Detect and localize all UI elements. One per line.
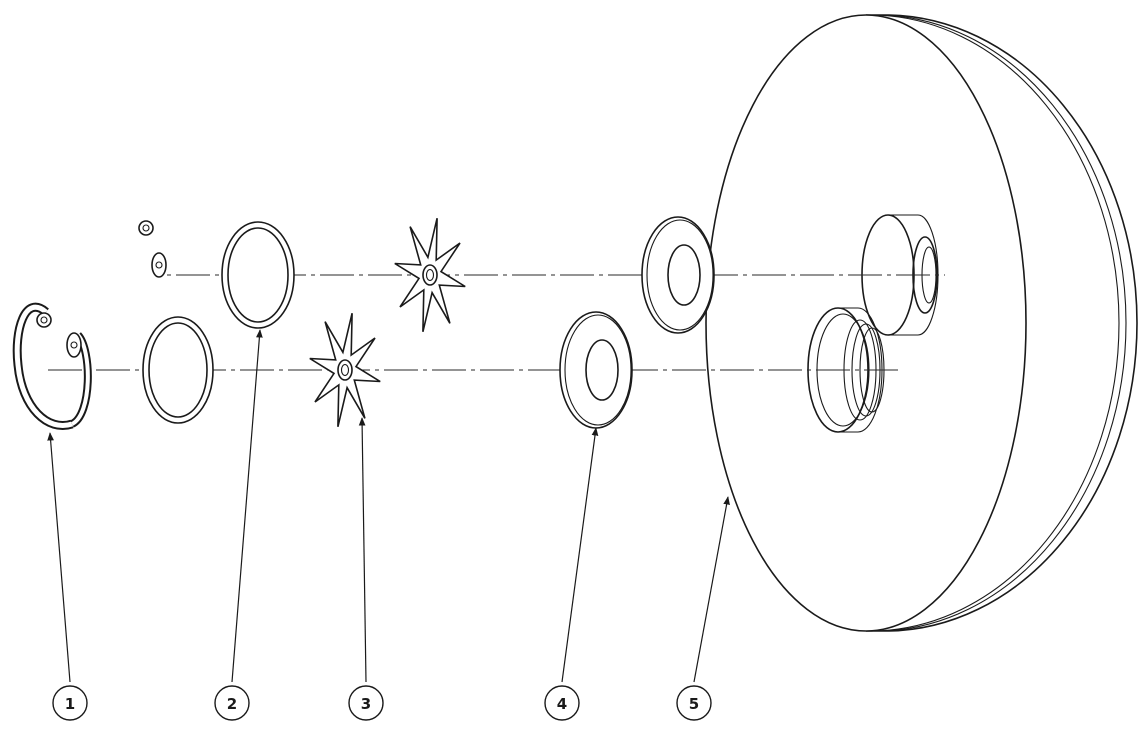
leader-4 bbox=[561, 427, 599, 683]
leader-1 bbox=[47, 432, 71, 683]
upper-star-hole bbox=[425, 268, 435, 282]
lower-oring-inner bbox=[148, 322, 208, 418]
upper-ring-lug-top bbox=[138, 220, 154, 236]
balloon-4-circle bbox=[544, 685, 580, 721]
lower-star-hole bbox=[340, 363, 350, 377]
balloon-3-circle bbox=[348, 685, 384, 721]
lower-washer-edge bbox=[564, 314, 632, 426]
balloon-3-label: 3 bbox=[361, 695, 371, 713]
washer-upper bbox=[641, 216, 715, 334]
lower-ring-back-inner bbox=[70, 333, 90, 426]
o-ring-lower bbox=[142, 316, 214, 424]
leader-lines bbox=[47, 329, 730, 683]
lower-washer-bore bbox=[585, 339, 619, 401]
star-spring-upper bbox=[394, 218, 466, 332]
leader-2 bbox=[231, 329, 263, 683]
housing-chamfer-outer bbox=[875, 14, 1127, 632]
lower-ring-hole-bottom bbox=[70, 341, 78, 349]
lower-star-body bbox=[309, 313, 381, 427]
upper-ring-lug-bottom bbox=[151, 252, 167, 278]
balloon-4: 4 bbox=[544, 685, 580, 721]
lower-ring-lug-top bbox=[36, 312, 52, 328]
upper-ring-hole-top bbox=[142, 224, 150, 232]
housing-back-rim bbox=[884, 14, 1138, 632]
balloon-4-label: 4 bbox=[557, 695, 567, 713]
balloon-1-circle bbox=[52, 685, 88, 721]
leader-5 bbox=[693, 496, 730, 683]
balloon-1: 1 bbox=[52, 685, 88, 721]
o-ring-upper bbox=[221, 221, 295, 329]
leader-3 bbox=[358, 417, 367, 683]
lower-ring-lug-bottom bbox=[66, 332, 82, 358]
balloons: 1 2 3 4 5 bbox=[52, 685, 712, 721]
housing-disc bbox=[705, 14, 1138, 632]
upper-star-hub bbox=[422, 264, 438, 286]
retaining-ring-upper bbox=[94, 210, 167, 338]
balloon-5-label: 5 bbox=[689, 695, 699, 713]
upper-star-body bbox=[394, 218, 466, 332]
balloon-1-label: 1 bbox=[65, 695, 75, 713]
upper-washer-edge bbox=[646, 219, 714, 331]
washer-lower bbox=[559, 311, 633, 429]
balloon-2: 2 bbox=[214, 685, 250, 721]
upper-ring-hole-bottom bbox=[155, 261, 163, 269]
balloon-5-circle bbox=[676, 685, 712, 721]
upper-washer-outer bbox=[641, 216, 715, 334]
upper-oring-outer bbox=[221, 221, 295, 329]
balloon-5: 5 bbox=[676, 685, 712, 721]
balloon-2-label: 2 bbox=[227, 695, 237, 713]
housing-chamfer-inner bbox=[869, 14, 1120, 632]
lower-ring-hole-top bbox=[40, 316, 48, 324]
lower-oring-outer bbox=[142, 316, 214, 424]
upper-ring-inner bbox=[94, 210, 162, 338]
retaining-ring-lower bbox=[12, 302, 92, 430]
star-spring-lower bbox=[309, 313, 381, 427]
balloon-3: 3 bbox=[348, 685, 384, 721]
balloon-2-circle bbox=[214, 685, 250, 721]
upper-oring-inner bbox=[227, 227, 289, 323]
upper-washer-bore bbox=[667, 244, 701, 306]
lower-star-hub bbox=[337, 359, 353, 381]
lower-ring-inner bbox=[14, 304, 73, 428]
lower-washer-outer bbox=[559, 311, 633, 429]
